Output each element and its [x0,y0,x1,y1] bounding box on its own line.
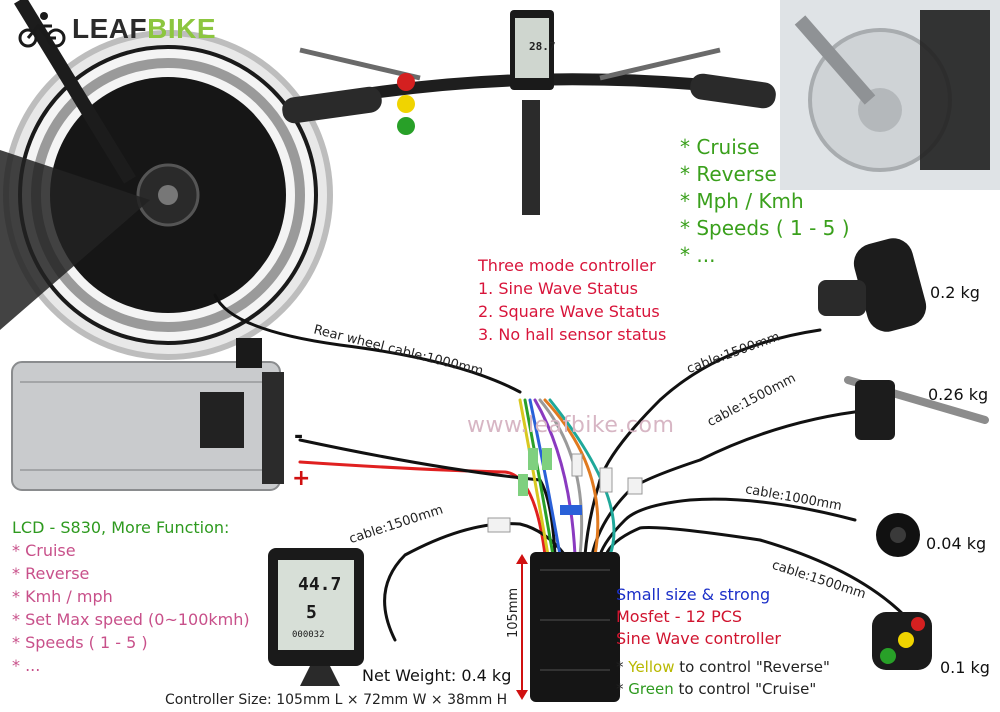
lcd-feature-block: LCD - S830, More Function: * Cruise * Re… [12,516,250,677]
note-prefix: * [616,680,629,698]
controller-specs: Small size & strong Mosfet - 12 PCS Sine… [616,584,781,650]
controller-height-label: 105mm [506,587,521,638]
controller-height-arrow [516,554,528,700]
feature-item: * Cruise [680,135,760,159]
lcd-feature-item: * Cruise [12,541,76,560]
feature-item: * Speeds ( 1 - 5 ) [680,216,850,240]
lcd-feature-item: * Speeds ( 1 - 5 ) [12,633,148,652]
throttle-image [818,238,927,332]
lcd-speed-readout: 44.7 [298,574,342,595]
feature-item: * Mph / Kmh [680,189,804,213]
lcd-feature-item: * Kmh / mph [12,587,113,606]
brand-name-part2: BIKE [147,13,217,44]
lcd-feature-item: * ... [12,656,41,675]
lcd-gear-readout: 5 [306,602,317,623]
handlebar-image [282,10,776,215]
lcd-display-image [268,548,364,686]
display-feature-list: * Cruise * Reverse * Mph / Kmh * Speeds … [680,134,850,269]
function-switch-image [872,612,932,670]
controller-spec-line2: Mosfet - 12 PCS [616,607,743,626]
cyclist-icon [18,12,66,48]
controller-mode-item: 2. Square Wave Status [478,302,660,321]
controller-mode-item: 3. No hall sensor status [478,325,667,344]
brand-logo: LEAFBIKE [18,10,216,48]
lcd-title: LCD - S830, More Function: [12,518,230,537]
feature-item: * ... [680,243,716,267]
switch-note-cruise: * Green to control "Cruise" [616,678,830,700]
battery-image [11,338,284,491]
controller-mode-item: 1. Sine Wave Status [478,279,639,298]
lcd-odo-readout: 000032 [292,630,325,640]
note-color-yellow: Yellow [628,658,675,676]
watermark-text: www.leafbike.com [467,413,675,438]
note-text: to control "Reverse" [674,658,830,676]
lcd-feature-item: * Set Max speed (0~100kmh) [12,610,250,629]
battery-minus-label: - [294,424,304,449]
top-lcd-speed: 28.7 [529,40,556,53]
net-weight-label: Net Weight: 0.4 kg [362,666,512,685]
brake-weight: 0.26 kg [928,385,989,404]
lcd-feature-item: * Reverse [12,564,90,583]
hub-motor-wheel-image [0,0,333,360]
note-color-green: Green [628,680,674,698]
battery-plus-label: + [292,466,311,491]
controller-spec-line1: Small size & strong [616,585,771,604]
brand-name-part1: LEAF [72,13,148,44]
pas-sensor-image [876,513,920,557]
controller-size-label: Controller Size: 105mm L × 72mm W × 38mm… [165,692,508,708]
cable-bundle [213,293,927,642]
brand-name: LEAFBIKE [72,13,216,45]
pas-sensor-mount-image [780,0,1000,190]
feature-item: * Reverse [680,162,777,186]
brake-lever-image [844,376,989,440]
controller-modes: Three mode controller 1. Sine Wave Statu… [478,254,666,346]
throttle-weight: 0.2 kg [930,283,980,302]
switch-notes: * Yellow to control "Reverse" * Green to… [616,656,830,700]
note-text: to control "Cruise" [673,680,817,698]
connectors [487,448,643,533]
pas-weight: 0.04 kg [926,534,987,553]
controller-spec-line3: Sine Wave controller [616,629,781,648]
note-prefix: * [616,658,629,676]
switch-note-reverse: * Yellow to control "Reverse" [616,656,830,678]
controller-image [530,552,620,702]
controller-modes-title: Three mode controller [478,256,656,275]
switch-weight: 0.1 kg [940,658,990,677]
